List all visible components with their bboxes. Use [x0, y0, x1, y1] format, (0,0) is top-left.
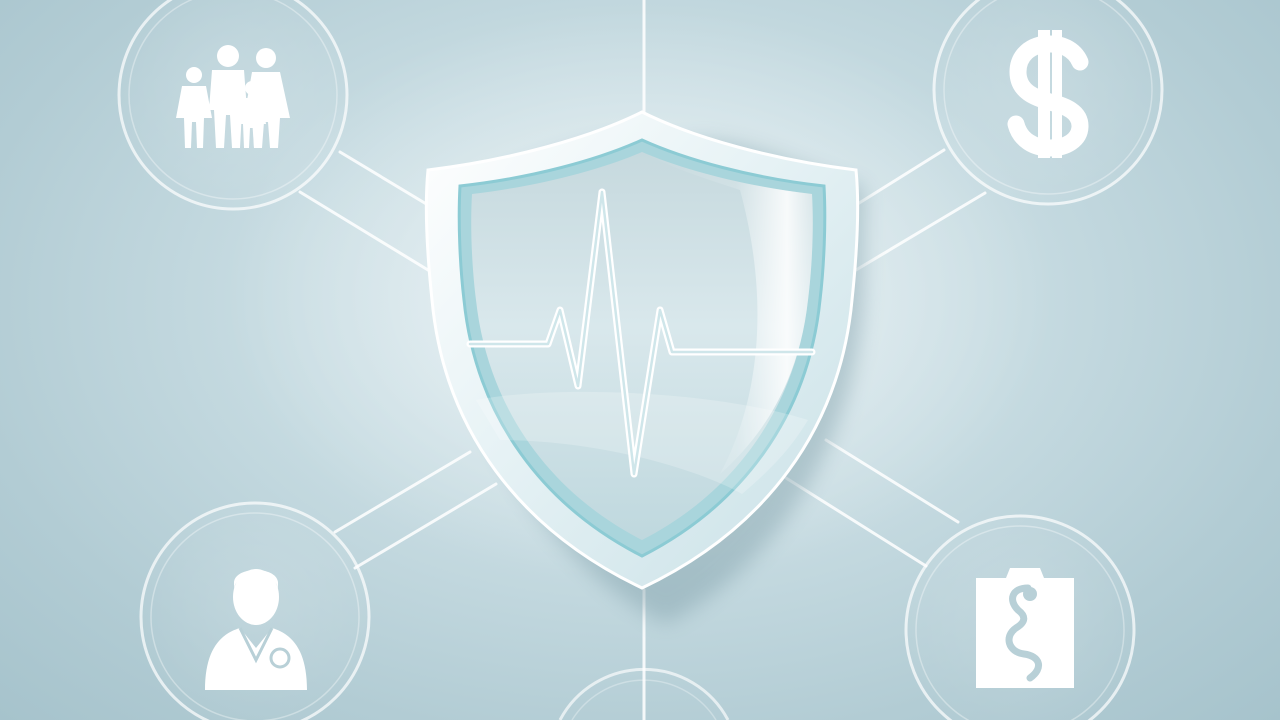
connector-bottom-right-b — [784, 476, 928, 568]
node-top-right — [932, 0, 1164, 206]
node-bottom-center — [558, 667, 730, 720]
connector-bottom-left-b — [353, 482, 498, 570]
dollar-icon — [1007, 30, 1089, 158]
shield-gloss — [642, 152, 813, 474]
shield-heartbeat-icon — [424, 110, 864, 624]
doctor-icon — [205, 569, 307, 690]
node-top-left — [117, 0, 349, 211]
connector-top-right-b — [854, 191, 987, 272]
connector-lines — [298, 0, 987, 720]
shield-face — [471, 152, 813, 540]
connector-top-left-a — [338, 150, 430, 207]
connector-bottom-left-a — [333, 450, 472, 534]
connector-top-left-b — [298, 190, 430, 272]
connector-top-right-a — [854, 148, 946, 207]
family-icon — [176, 45, 290, 148]
connector-bottom-right-a — [824, 438, 960, 524]
medical-report-icon — [976, 568, 1074, 688]
node-bottom-right — [904, 514, 1136, 720]
node-bottom-left — [139, 501, 371, 720]
